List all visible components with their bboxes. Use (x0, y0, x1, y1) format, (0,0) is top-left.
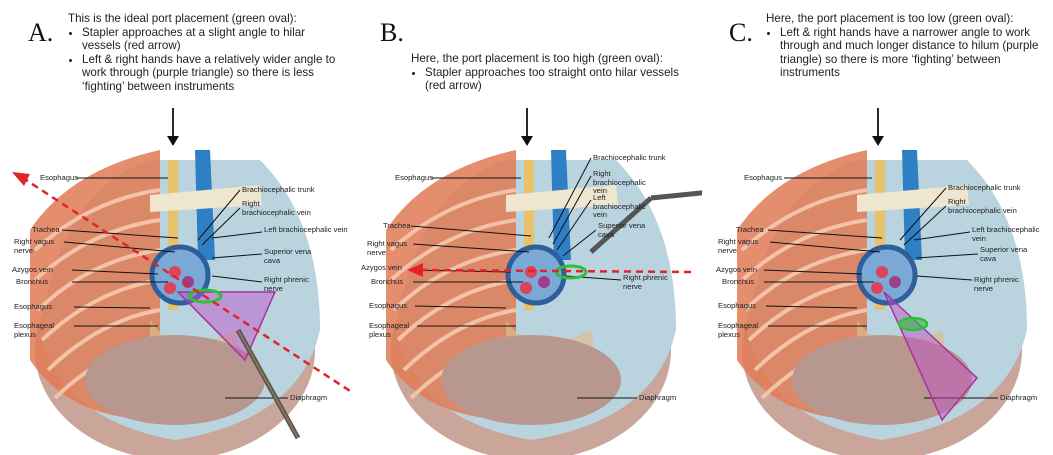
label-diaphragm: Diaphragm (290, 394, 327, 403)
panel-caption: Here, the port placement is too high (gr… (411, 52, 691, 93)
thoracic-anatomy-a (30, 150, 320, 455)
label-brachiocephalic-trunk: Brachiocephalic trunk (948, 184, 1021, 193)
label-left-brachiocephalic-vein: Left brachiocephalic vein (593, 194, 653, 220)
panel-letter: C. (729, 18, 753, 48)
label-esophageal-plexus: Esophageal plexus (369, 322, 419, 339)
label-esophagus-top: Esophagus (744, 174, 782, 183)
panel-letter: B. (380, 18, 404, 48)
label-right-phrenic-nerve: Right phrenic nerve (264, 276, 319, 293)
thoracic-anatomy-c (737, 150, 1027, 455)
caption-title: Here, the port placement is too low (gre… (766, 12, 1048, 26)
caption-bullet: Left & right hands have a narrower angle… (780, 26, 1048, 80)
caption-title: Here, the port placement is too high (gr… (411, 52, 691, 66)
caption-bullet: Stapler approaches too straight onto hil… (425, 66, 691, 93)
panel-caption: Here, the port placement is too low (gre… (766, 12, 1048, 80)
label-diaphragm: Diaphragm (639, 394, 676, 403)
label-bronchus: Bronchus (371, 278, 403, 287)
panel-letter: A. (28, 18, 53, 48)
caption-bullets: Stapler approaches at a slight angle to … (68, 26, 343, 94)
label-superior-vena-cava: Superior vena cava (980, 246, 1044, 263)
label-esophagus-top: Esophagus (395, 174, 433, 183)
label-left-brachiocephalic-vein: Left brachiocephalic vein (972, 226, 1052, 243)
label-esophagus-low: Esophagus (14, 303, 52, 312)
label-bronchus: Bronchus (16, 278, 48, 287)
stapler-shaft (651, 192, 702, 198)
label-azygos-vein: Azygos vein (12, 266, 53, 275)
port-placement-oval (899, 318, 927, 330)
label-azygos-vein: Azygos vein (716, 266, 757, 275)
label-right-brachiocephalic-vein: Right brachiocephalic vein (242, 200, 314, 217)
label-right-vagus-nerve: Right vagus nerve (718, 238, 768, 255)
panel-b: B. Here, the port placement is too high … (351, 0, 702, 455)
label-right-vagus-nerve: Right vagus nerve (367, 240, 413, 257)
diaphragm-muscle (441, 335, 621, 425)
label-esophagus-low: Esophagus (369, 302, 407, 311)
pointer-arrowhead (521, 136, 533, 146)
panel-caption: This is the ideal port placement (green … (68, 12, 343, 94)
panel-c: C. Here, the port placement is too low (… (702, 0, 1053, 455)
label-right-brachiocephalic-vein: Right brachiocephalic vein (948, 198, 1020, 215)
caption-bullet: Stapler approaches at a slight angle to … (82, 26, 343, 53)
label-esophagus-low: Esophagus (718, 302, 756, 311)
label-left-brachiocephalic-vein: Left brachiocephalic vein (264, 226, 350, 235)
label-azygos-vein: Azygos vein (361, 264, 402, 273)
label-trachea: Trachea (383, 222, 411, 231)
pointer-arrowhead (872, 136, 884, 146)
label-right-phrenic-nerve: Right phrenic nerve (974, 276, 1029, 293)
stapler-approach-arrowhead (12, 172, 30, 186)
caption-title: This is the ideal port placement (green … (68, 12, 343, 26)
label-trachea: Trachea (736, 226, 764, 235)
label-right-vagus-nerve: Right vagus nerve (14, 238, 62, 255)
label-trachea: Trachea (32, 226, 60, 235)
panel-a: A. This is the ideal port placement (gre… (0, 0, 351, 455)
label-bronchus: Bronchus (722, 278, 754, 287)
caption-bullets: Left & right hands have a narrower angle… (766, 26, 1048, 80)
caption-bullet: Left & right hands have a relatively wid… (82, 53, 343, 94)
label-esophageal-plexus: Esophageal plexus (718, 322, 768, 339)
label-esophagus-top: Esophagus (40, 174, 78, 183)
label-right-phrenic-nerve: Right phrenic nerve (623, 274, 678, 291)
label-brachiocephalic-trunk: Brachiocephalic trunk (593, 154, 666, 163)
caption-bullets: Stapler approaches too straight onto hil… (411, 66, 691, 93)
label-diaphragm: Diaphragm (1000, 394, 1037, 403)
label-esophageal-plexus: Esophageal plexus (14, 322, 76, 339)
pointer-arrowhead (167, 136, 179, 146)
label-right-brachiocephalic-vein: Right brachiocephalic vein (593, 170, 655, 196)
label-superior-vena-cava: Superior vena cava (264, 248, 314, 265)
label-superior-vena-cava: Superior vena cava (598, 222, 648, 239)
label-brachiocephalic-trunk: Brachiocephalic trunk (242, 186, 315, 195)
